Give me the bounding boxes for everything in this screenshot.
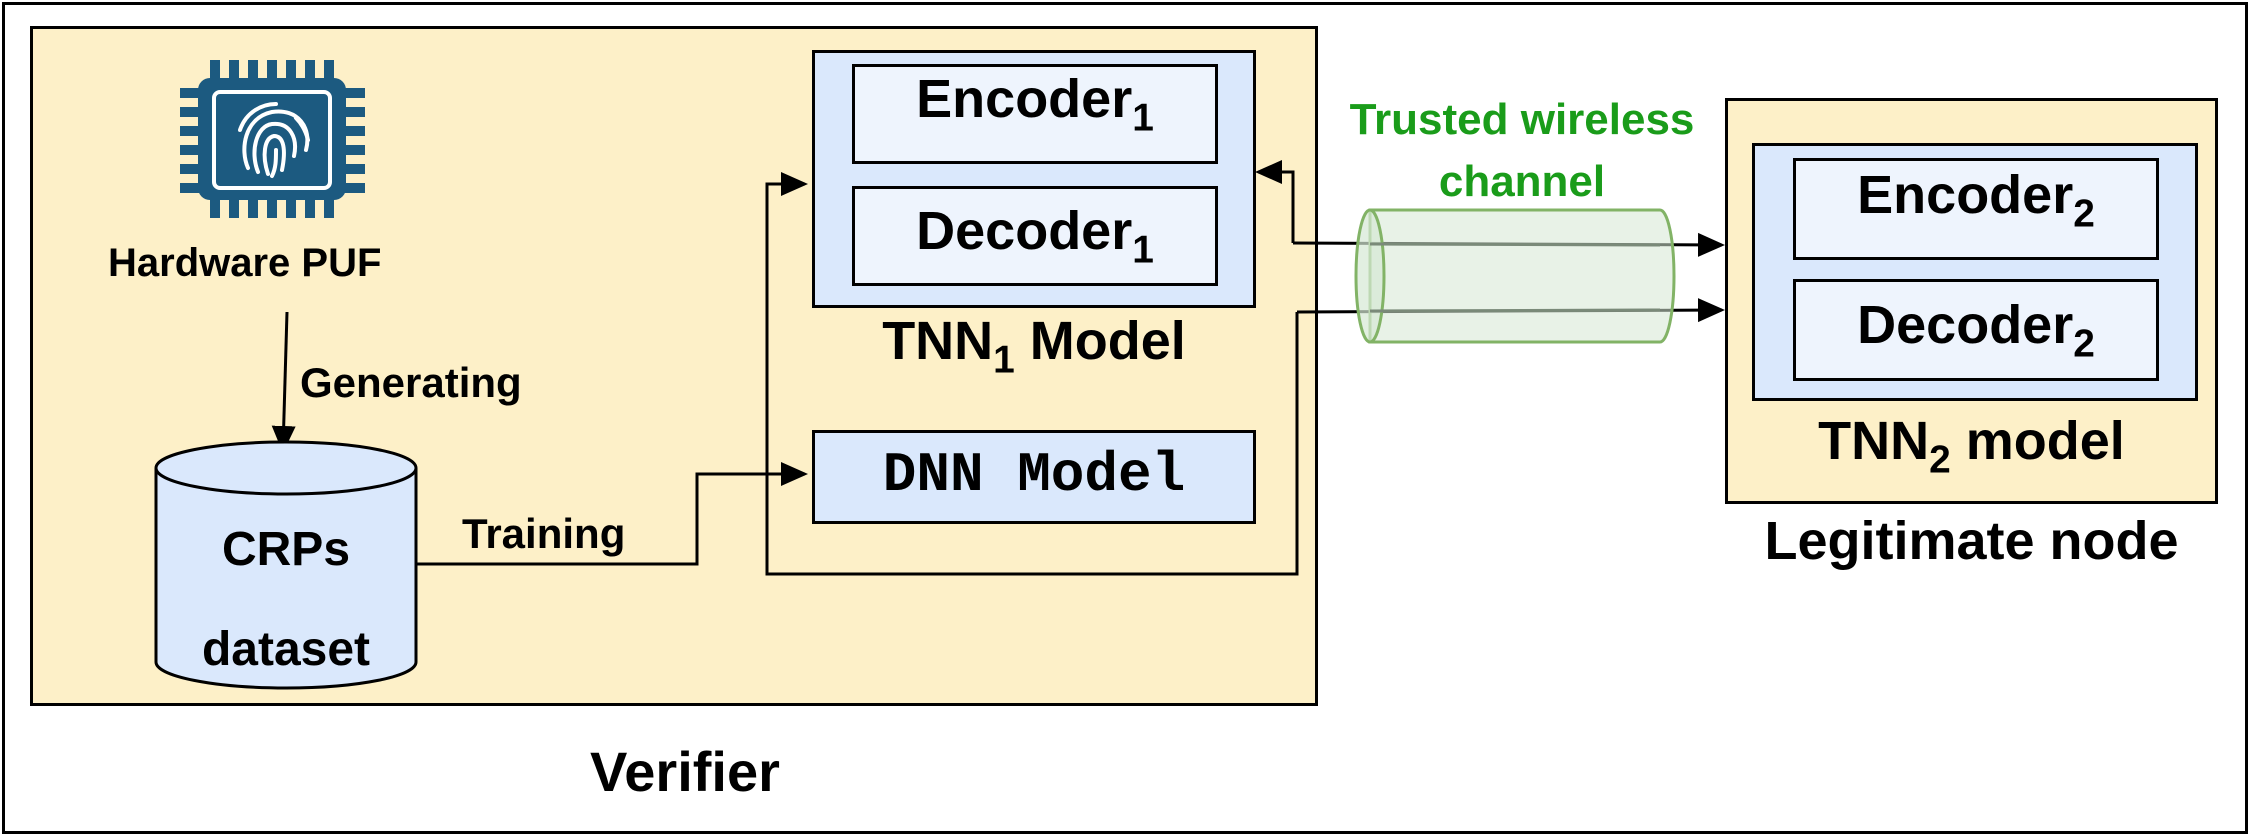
decoder2-text: Decoder <box>1857 295 2074 355</box>
decoder1-text: Decoder <box>916 201 1133 261</box>
hardware-puf-label: Hardware PUF <box>108 241 382 285</box>
encoder1-label: Encoder1 <box>852 69 1218 138</box>
channel-label-line1: Trusted wireless <box>1349 95 1695 144</box>
encoder2-label: Encoder2 <box>1793 165 2159 234</box>
tnn1-suffix: Model <box>1014 311 1186 371</box>
encoder1-box <box>852 64 1218 164</box>
fingerprint-chip-icon <box>180 60 365 218</box>
dnn-model-box <box>812 430 1256 524</box>
tnn2-prefix: TNN <box>1818 411 1930 471</box>
decoder2-subscript: 2 <box>2073 322 2095 366</box>
channel-label-line2: channel <box>1438 157 1606 206</box>
crps-label: CRPs <box>221 523 351 576</box>
tnn2-suffix: model <box>1950 411 2125 471</box>
wireless-channel-tube <box>1354 208 1676 344</box>
decoder1-box <box>852 186 1218 286</box>
tnn2-subscript: 2 <box>1929 438 1951 482</box>
generating-label: Generating <box>300 359 522 406</box>
verifier-title: Verifier <box>590 740 780 803</box>
encoder2-subscript: 2 <box>2073 192 2095 236</box>
encoder1-text: Encoder <box>916 69 1133 129</box>
encoder2-text: Encoder <box>1857 165 2074 225</box>
training-label: Training <box>462 510 626 557</box>
tnn1-subscript: 1 <box>993 338 1015 382</box>
crps-dataset-cylinder <box>154 440 418 690</box>
dataset-label: dataset <box>201 623 371 676</box>
decoder1-subscript: 1 <box>1132 228 1154 272</box>
encoder1-subscript: 1 <box>1132 96 1154 140</box>
decoder1-label: Decoder1 <box>852 201 1218 270</box>
tnn1-model-label: TNN1 Model <box>812 311 1256 380</box>
encoder2-box <box>1793 158 2159 260</box>
tnn2-model-label: TNN2 model <box>1725 411 2218 480</box>
tnn1-prefix: TNN <box>882 311 994 371</box>
legitimate-node-title: Legitimate node <box>1764 511 2179 571</box>
dnn-model-label: DNN Model <box>882 443 1186 507</box>
decoder2-box <box>1793 279 2159 381</box>
decoder2-label: Decoder2 <box>1793 295 2159 364</box>
